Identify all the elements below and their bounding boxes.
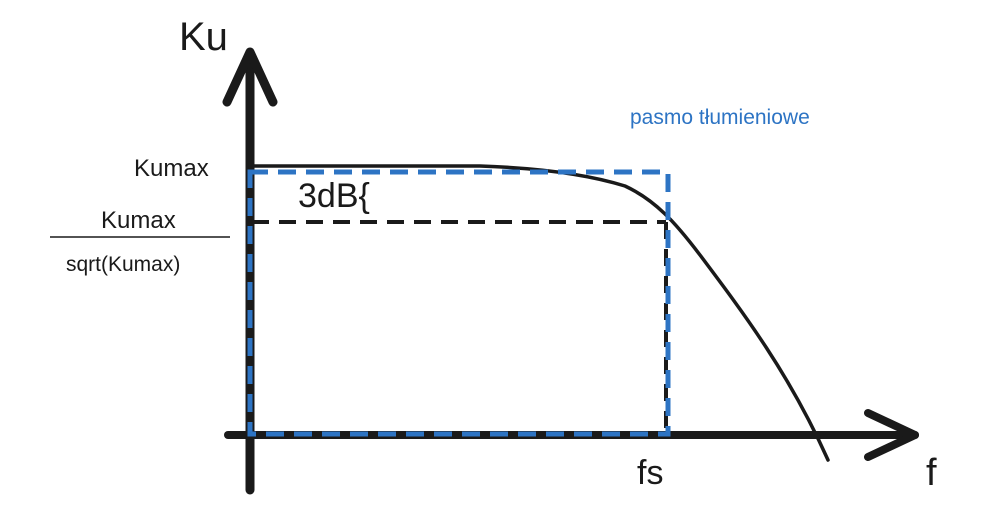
passband-rectangle: [247, 169, 671, 437]
three-db-label: 3dB{: [298, 177, 370, 215]
fraction-denominator: sqrt(Kumax): [66, 253, 180, 276]
fs-label: fs: [637, 454, 663, 492]
y-axis: [222, 47, 278, 495]
x-axis: [224, 409, 919, 461]
fraction-numerator: Kumax: [101, 207, 176, 234]
y-axis-label: Ku: [179, 15, 228, 59]
response-curve: [248, 164, 830, 462]
x-axis-label: f: [926, 452, 937, 494]
kumax-label: Kumax: [134, 155, 209, 182]
stopband-label: pasmo tłumieniowe: [630, 106, 810, 129]
